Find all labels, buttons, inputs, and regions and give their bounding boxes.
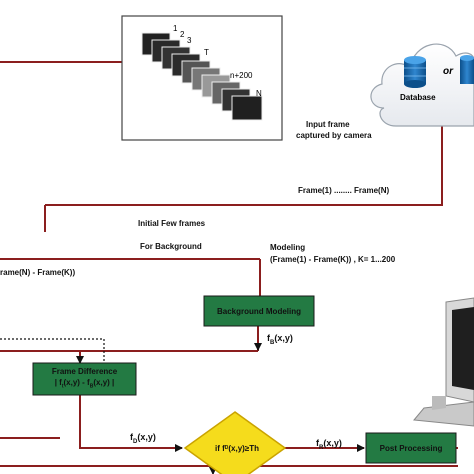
or-label: or (443, 66, 454, 77)
frames-caption-line1: Input frame (306, 120, 350, 129)
modeling-line2: (Frame(1) - Frame(K)) , K= 1...200 (270, 255, 396, 264)
left-diff-label: rame(N) - Frame(K)) (0, 268, 76, 277)
frame-difference-label: Frame Difference | ft(x,y) - fB(x,y) | (33, 363, 136, 395)
for-background-label: For Background (140, 242, 202, 251)
frame-number-1: 1 (173, 24, 178, 33)
frame-range-label: Frame(1) ........ Frame(N) (298, 186, 390, 195)
frame-number-2: 2 (180, 30, 185, 39)
modeling-line1: Modeling (270, 243, 306, 252)
frame-difference-box (32, 362, 137, 396)
frame-number-3: 3 (187, 36, 192, 45)
frame-number-t: T (204, 48, 209, 57)
cloud-storage (370, 43, 474, 127)
frame-difference-formula: | ft(x,y) - fB(x,y) | (54, 377, 115, 390)
frame-difference-title: Frame Difference (51, 366, 118, 376)
dotted-feedback (0, 338, 105, 363)
arrows (76, 204, 458, 452)
database-icon (404, 56, 426, 88)
decision-diamond (183, 411, 287, 474)
background-modeling-box (203, 295, 315, 327)
fd-label: fD(x,y) (130, 432, 156, 445)
database-label: Database (400, 93, 436, 102)
post-processing-box (365, 432, 457, 464)
fr-label: fR(x,y) (316, 438, 342, 451)
post-processing-label: Post Processing (379, 443, 443, 453)
frame-number-n200: n+200 (230, 71, 253, 80)
frames-caption-line2: captured by camera (296, 131, 372, 140)
computer-monitor-icon (413, 297, 474, 427)
background-modeling-label: Background Modeling (217, 306, 301, 316)
fb-label: fB(x,y) (267, 333, 293, 346)
frame-stack (141, 32, 263, 121)
initial-frames-label: Initial Few frames (138, 219, 206, 228)
second-database-icon (460, 55, 474, 84)
frame-number-n: N (256, 89, 262, 98)
